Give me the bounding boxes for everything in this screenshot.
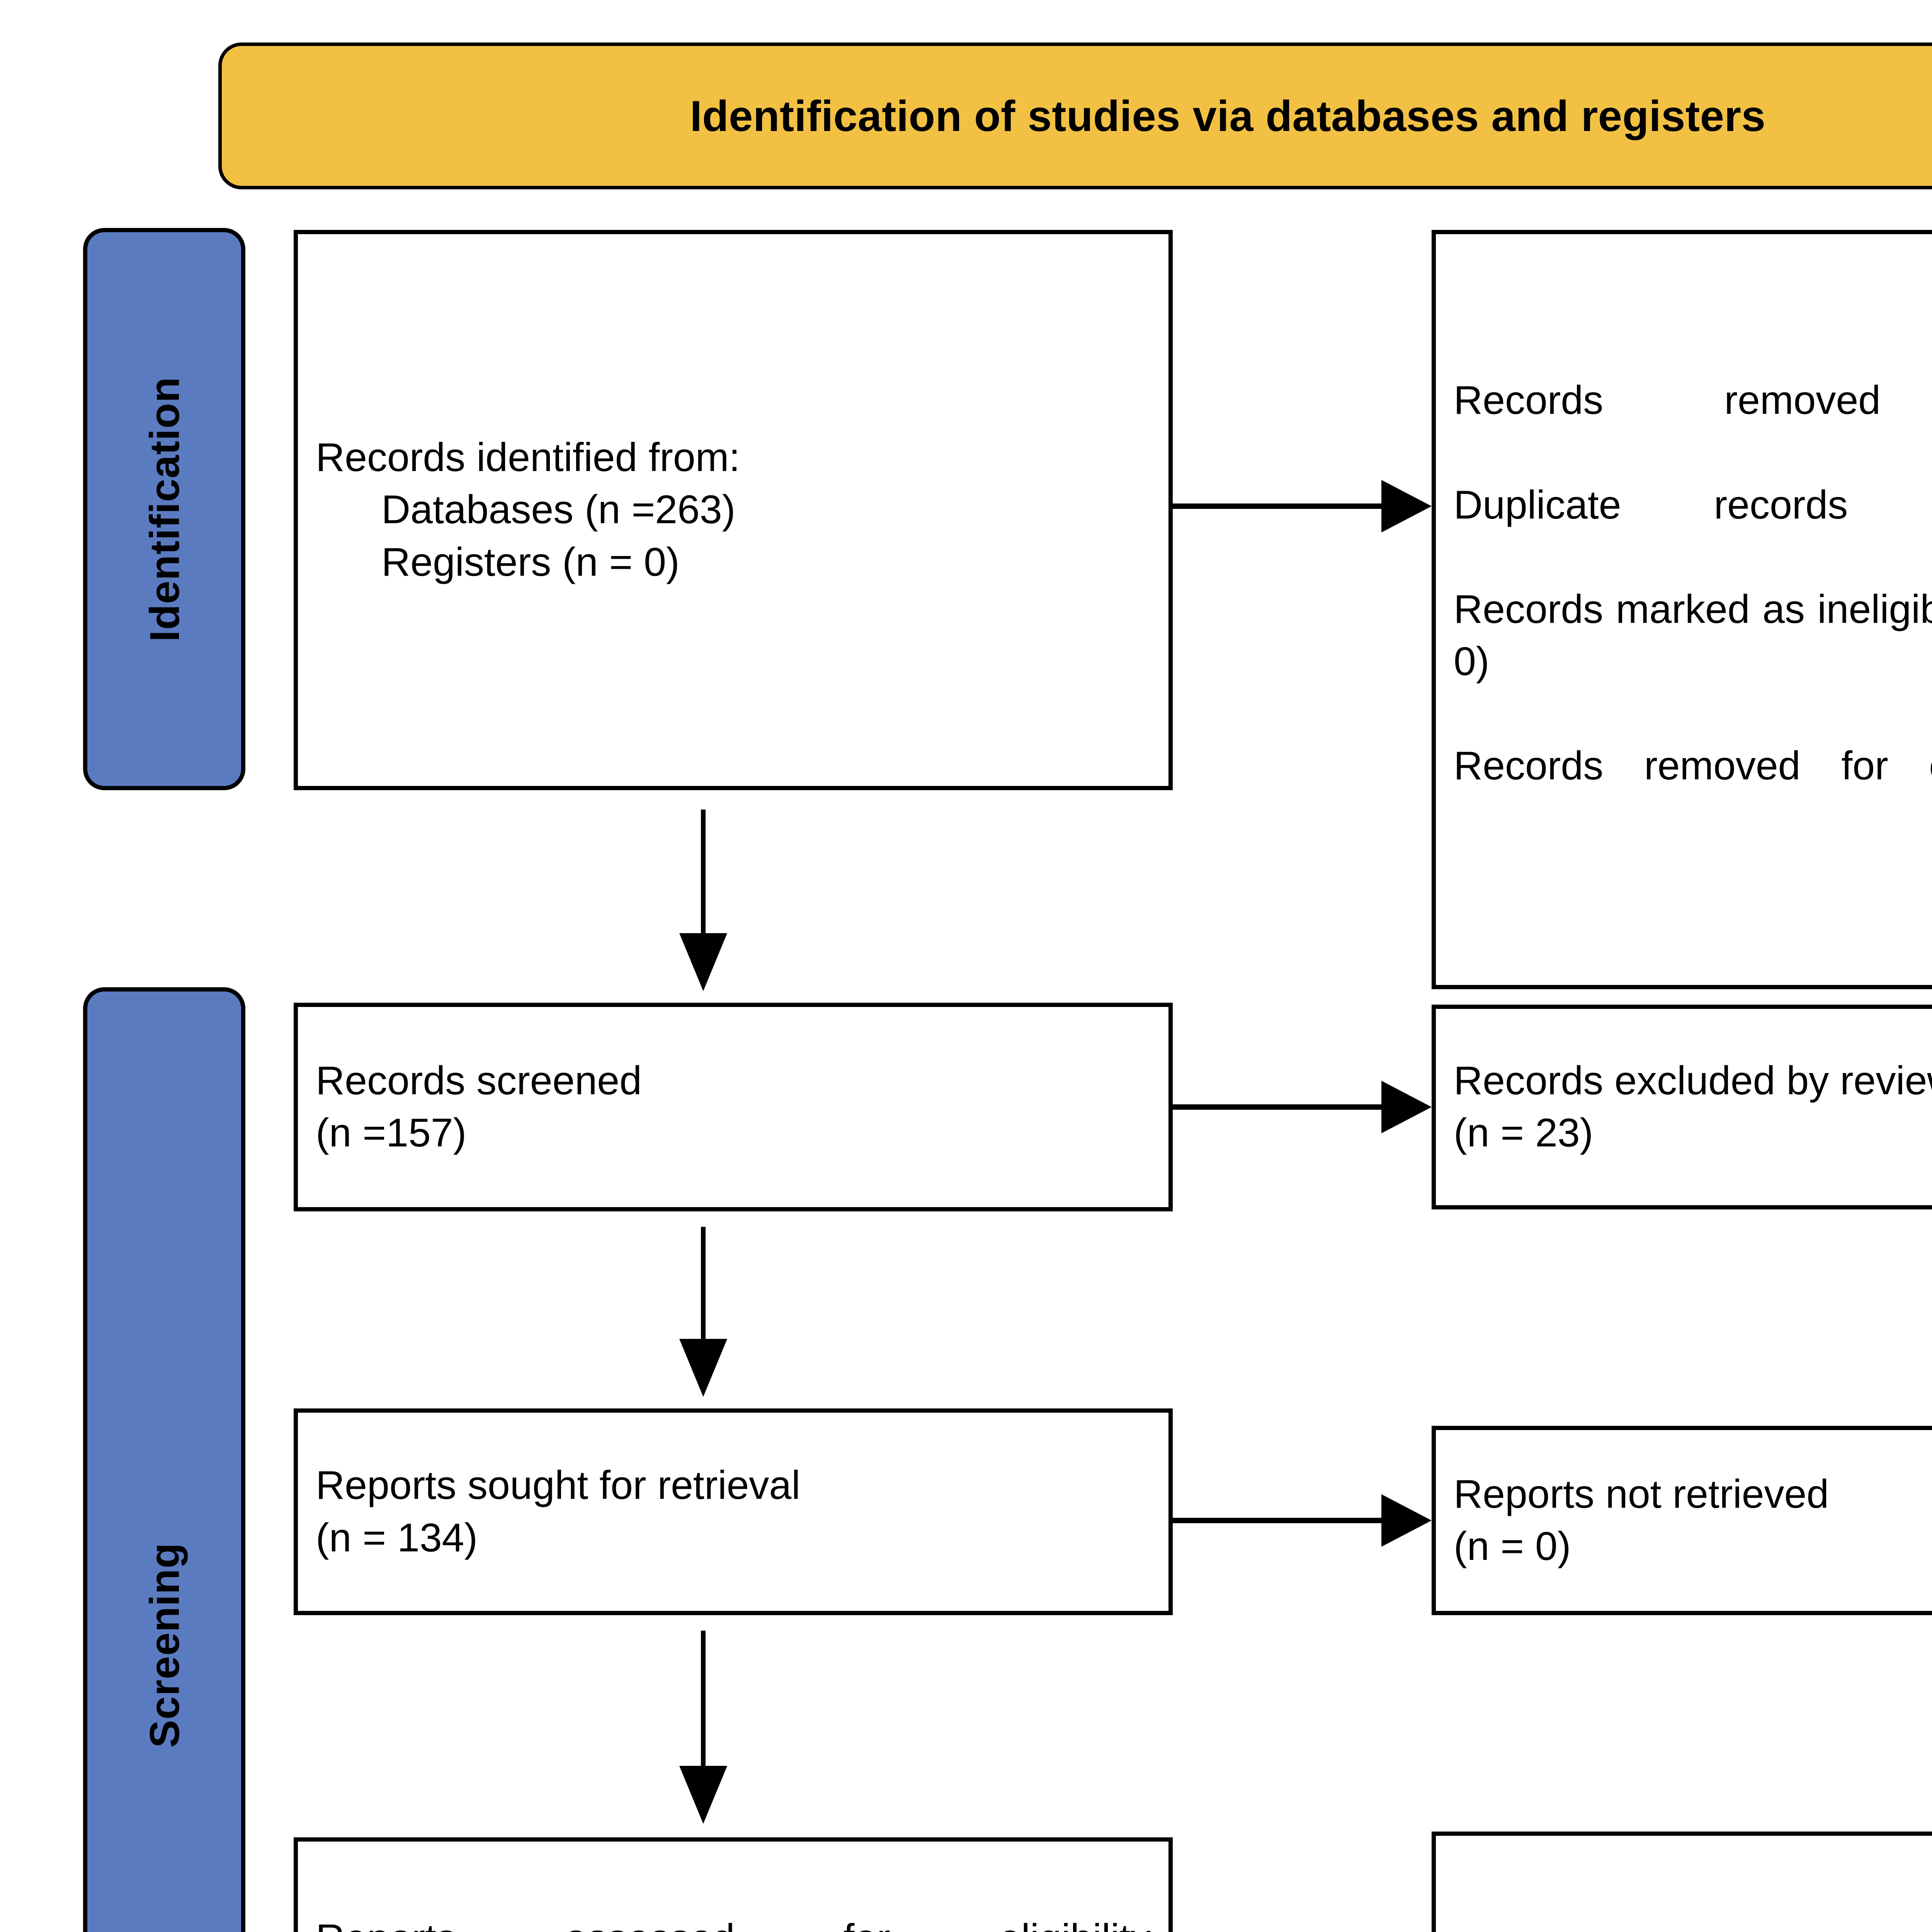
records-identified-databases: Databases (n =263) (381, 487, 736, 532)
reports-assessed-label: Reports assessed for eligibility (316, 1913, 1151, 1932)
records-identified-line1: Records identified from: (316, 435, 740, 480)
arrow-identified-to-screened-icon (672, 810, 734, 991)
arrow-head (1381, 480, 1432, 532)
arrow-head (679, 1766, 727, 1824)
arrow-identified-to-removed-icon (1173, 475, 1432, 537)
arrow-head (679, 933, 727, 991)
arrow-shaft (1173, 1518, 1389, 1523)
records-excluded-count: (n = 23) (1454, 1111, 1594, 1155)
arrow-shaft (701, 1631, 706, 1774)
arrow-sought-to-assessed-icon (672, 1631, 734, 1824)
records-removed-other-reasons: Records removed for other reasons (n = 0… (1454, 743, 1932, 789)
reports-not-retrieved-count: (n = 0) (1454, 1524, 1571, 1569)
reports-not-retrieved-label: Reports not retrieved (1454, 1471, 1829, 1517)
arrow-shaft (701, 810, 706, 941)
stage-label-identification-text: Identification (141, 376, 188, 642)
records-screened-count: (n =157) (316, 1111, 467, 1155)
records-removed-heading: Records removed before screening: (1454, 378, 1932, 423)
box-records-identified: Records identified from: Databases (n =2… (294, 230, 1173, 790)
arrow-sought-to-not-retrieved-icon (1173, 1490, 1432, 1551)
box-reports-excluded-non-eligible: 2 reports excluded, non-eligible for unr… (1432, 1832, 1932, 1932)
records-ineligible-automation: Records marked as ineligible by automati… (1454, 587, 1932, 684)
records-excluded-label: Records excluded by reviewers (1454, 1058, 1932, 1103)
box-reports-not-retrieved: Reports not retrieved (n = 0) (1432, 1426, 1932, 1615)
stage-label-screening: Screening (83, 987, 245, 1932)
box-records-screened: Records screened (n =157) (294, 1003, 1173, 1211)
arrow-head (1381, 1081, 1432, 1133)
stage-label-identification: Identification (83, 228, 245, 790)
arrow-screened-to-sought-icon (672, 1227, 734, 1397)
banner-title: Identification of studies via databases … (690, 92, 1766, 140)
arrow-head (679, 1339, 727, 1397)
box-reports-assessed-for-eligibility: Reports assessed for eligibility (n = 13… (294, 1837, 1173, 1932)
box-records-excluded-by-reviewers: Records excluded by reviewers (n = 23) (1432, 1005, 1932, 1209)
arrow-screened-to-excluded-icon (1173, 1076, 1432, 1138)
records-screened-label: Records screened (316, 1058, 642, 1103)
duplicate-records-removed: Duplicate records removed (n =106) (1454, 482, 1932, 527)
arrow-head (1381, 1494, 1432, 1547)
box-reports-sought-for-retrieval: Reports sought for retrieval (n = 134) (294, 1408, 1173, 1615)
arrow-shaft (701, 1227, 706, 1347)
arrow-shaft (1173, 1104, 1389, 1110)
records-identified-registers: Registers (n = 0) (381, 539, 680, 585)
reports-sought-label: Reports sought for retrieval (316, 1463, 801, 1508)
stage-label-screening-text: Screening (141, 1542, 188, 1748)
arrow-shaft (1173, 503, 1389, 509)
box-records-removed-before-screening: Records removed before screening: Duplic… (1432, 230, 1932, 989)
diagram-banner: Identification of studies via databases … (218, 43, 1932, 189)
reports-sought-count: (n = 134) (316, 1515, 478, 1560)
